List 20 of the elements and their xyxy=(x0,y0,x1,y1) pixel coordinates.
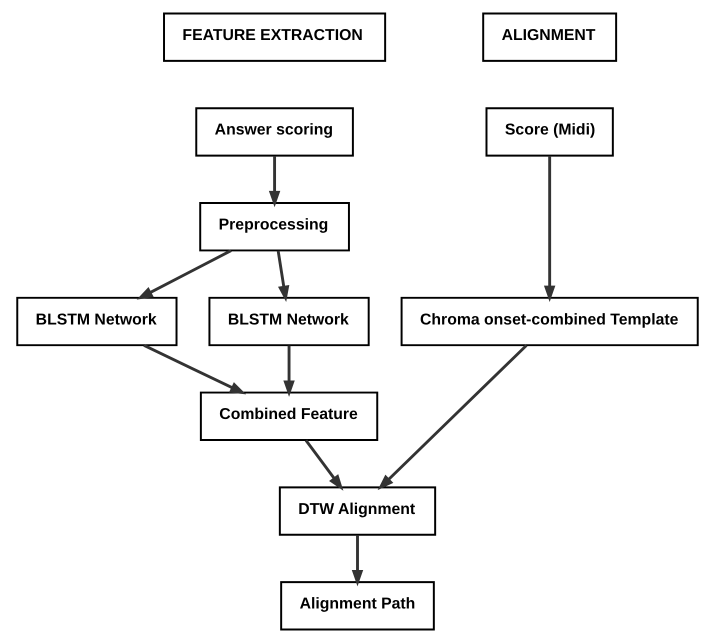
node-box: BLSTM Network xyxy=(16,296,178,346)
arrow xyxy=(268,156,280,208)
arrow xyxy=(136,249,232,300)
arrow xyxy=(378,344,528,490)
node-box: FEATURE EXTRACTION xyxy=(163,12,386,62)
node-box: Answer scoring xyxy=(195,107,354,157)
arrow xyxy=(143,344,246,394)
arrow xyxy=(544,156,556,302)
arrow xyxy=(352,535,364,586)
arrow xyxy=(276,250,290,302)
node-box: BLSTM Network xyxy=(208,296,370,346)
arrow xyxy=(304,439,344,491)
arrow xyxy=(283,346,295,397)
node-box: ALIGNMENT xyxy=(482,12,618,62)
node-box: Score (Midi) xyxy=(486,107,614,157)
node-box: Chroma onset-combined Template xyxy=(400,296,699,346)
node-box: Preprocessing xyxy=(199,202,350,252)
node-box: Combined Feature xyxy=(200,392,378,441)
node-box: Alignment Path xyxy=(280,581,435,630)
node-box: DTW Alignment xyxy=(278,486,436,536)
